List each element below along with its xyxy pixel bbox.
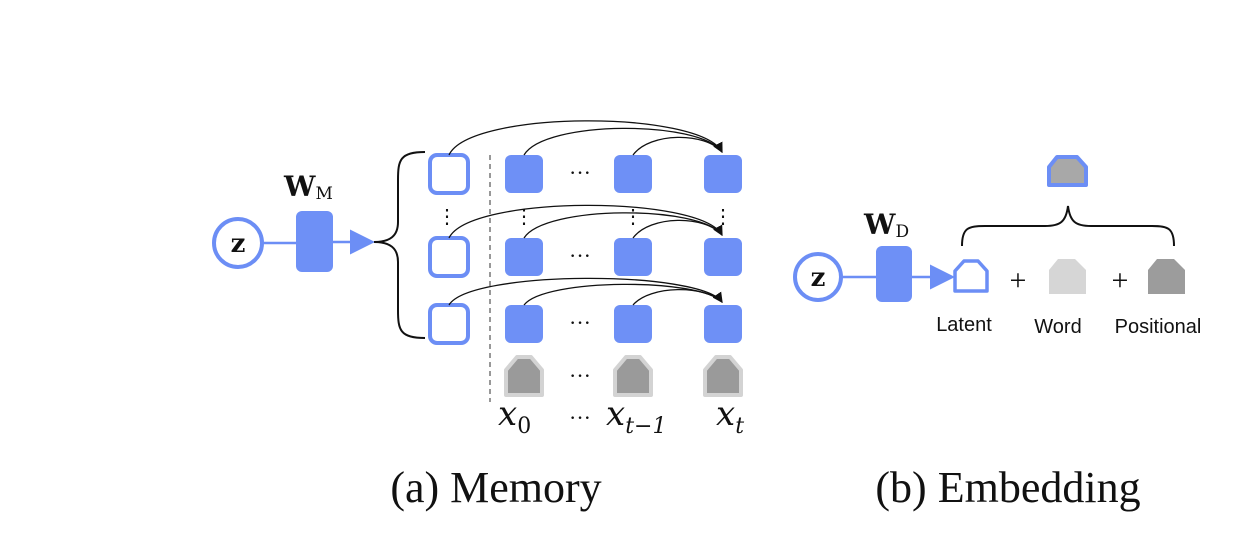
memory-state-xt1-row3 xyxy=(614,305,652,343)
memory-vdots-x0: ⋮ xyxy=(514,206,534,228)
embedding-label-positional: Positional xyxy=(1115,316,1202,338)
memory-vdots-xt: ⋮ xyxy=(713,206,733,228)
memory-arc-row1-xt1 xyxy=(632,136,723,156)
memory-left-brace xyxy=(373,151,426,339)
memory-state-xt1-row1 xyxy=(614,155,652,193)
memory-state-xt-row2 xyxy=(704,238,742,276)
memory-x-label-t-1: xt−1 xyxy=(606,394,666,439)
memory-latent-square-row1 xyxy=(428,153,470,195)
memory-arc-row1-latent xyxy=(448,120,723,156)
memory-x-dots: ··· xyxy=(569,405,591,430)
embedding-caption: (b) Embedding xyxy=(875,463,1140,512)
memory-weight-block xyxy=(296,211,333,272)
memory-state-x0-row3 xyxy=(505,305,543,343)
embedding-word-shape xyxy=(1049,259,1086,294)
memory-latent-square-row3 xyxy=(428,303,470,345)
embedding-weight-block xyxy=(876,246,912,302)
embedding-plus-1: + xyxy=(1010,264,1027,297)
embedding-weight-label: WD xyxy=(863,208,909,242)
memory-arc-row3-latent xyxy=(448,277,723,306)
memory-token-xt1 xyxy=(613,355,653,397)
memory-arc-row3-xt1 xyxy=(632,288,723,306)
memory-token-x0 xyxy=(504,355,544,397)
memory-state-x0-row1 xyxy=(505,155,543,193)
memory-x-label-0: x0 xyxy=(498,394,531,439)
embedding-positional-shape xyxy=(1148,259,1185,294)
memory-weight-label: WM xyxy=(283,170,333,204)
memory-hdots-row3: ··· xyxy=(569,310,591,335)
embedding-top-brace xyxy=(961,205,1175,247)
memory-arc-row1-x0 xyxy=(523,127,723,156)
memory-hdots-row4: ··· xyxy=(569,363,591,388)
memory-z-label: z xyxy=(231,229,246,259)
memory-panel: z WM ⋮ ⋮ ⋮ ⋮ ··· xyxy=(212,120,744,512)
memory-state-x0-row2 xyxy=(505,238,543,276)
memory-hdots-row1: ··· xyxy=(569,160,591,185)
memory-token-xt xyxy=(703,355,743,397)
memory-arc-row2-latent xyxy=(448,204,723,239)
memory-vdots-latent: ⋮ xyxy=(437,206,457,228)
embedding-z-label: z xyxy=(811,263,826,293)
embedding-plus-2: + xyxy=(1112,264,1129,297)
memory-vdots-xt1: ⋮ xyxy=(623,206,643,228)
memory-state-xt-row1 xyxy=(704,155,742,193)
embedding-panel: z WD + + Latent Word Positio xyxy=(793,155,1202,512)
memory-latent-square-row2 xyxy=(428,236,470,278)
embedding-label-latent: Latent xyxy=(936,314,992,336)
memory-hdots-row2: ··· xyxy=(569,243,591,268)
embedding-result-shape xyxy=(1047,155,1088,187)
embedding-label-word: Word xyxy=(1034,316,1081,338)
memory-arc-row2-xt1 xyxy=(632,219,723,239)
memory-state-xt1-row2 xyxy=(614,238,652,276)
memory-state-xt-row3 xyxy=(704,305,742,343)
memory-caption: (a) Memory xyxy=(390,463,601,512)
memory-x-label-t: xt xyxy=(716,394,744,439)
embedding-latent-shape xyxy=(953,259,989,293)
